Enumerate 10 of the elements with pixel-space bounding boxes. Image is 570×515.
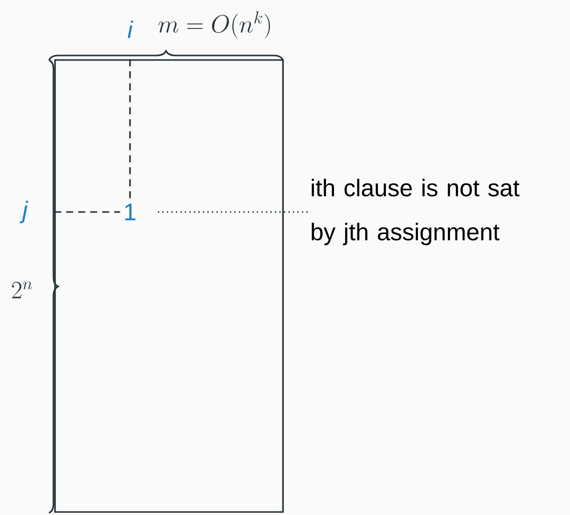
math-label: $m = O(n^{k})$	[158, 11, 270, 39]
dashed-guide-line	[54, 211, 120, 213]
annotation-text: ith clause is not sat by jth assignment	[312, 178, 520, 246]
index-label: i	[128, 20, 134, 38]
dashed-guide-line	[129, 59, 131, 201]
math-label: $2^{n}$	[12, 282, 32, 298]
index-label: j	[20, 200, 28, 224]
matrix-box	[54, 59, 284, 513]
leader-line	[158, 211, 308, 213]
matrix-entry: 1	[125, 204, 136, 220]
